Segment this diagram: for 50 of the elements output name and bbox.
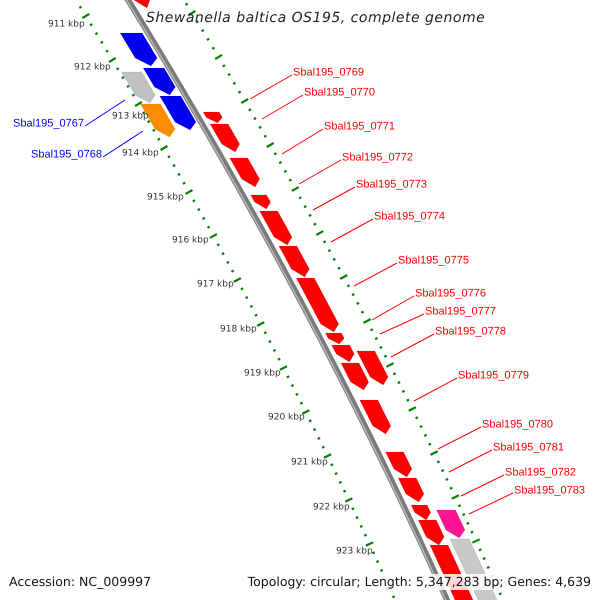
gene-label: Sbal195_0773 <box>356 178 427 190</box>
position-label: 918 kbp <box>220 326 257 334</box>
position-label: 920 kbp <box>268 414 305 422</box>
leader-line <box>390 334 434 358</box>
leader-line <box>102 130 144 158</box>
leader-line <box>298 160 342 184</box>
position-label: 919 kbp <box>244 370 281 378</box>
leader-line <box>380 314 424 334</box>
gene-label: Sbal195_0776 <box>415 288 486 300</box>
gene-label: Sbal195_0783 <box>514 484 585 496</box>
gene-label: Sbal195_0767 <box>13 118 84 130</box>
leader-line <box>250 74 292 100</box>
gene-label: Sbal195_0770 <box>304 86 375 98</box>
gene-label: Sbal195_0772 <box>342 152 413 164</box>
leader-line <box>448 450 492 472</box>
gene-label: Sbal195_0768 <box>31 148 102 160</box>
gene-label: Sbal195_0780 <box>482 418 553 430</box>
position-label: 912 kbp <box>74 64 111 72</box>
gene-label: Sbal195_0769 <box>293 66 364 78</box>
position-label: 916 kbp <box>172 236 209 246</box>
position-label: 923 kbp <box>336 548 373 556</box>
position-label: 921 kbp <box>291 458 328 468</box>
leader-line <box>330 218 374 242</box>
position-label: 913 kbp <box>112 112 149 122</box>
position-label: 915 kbp <box>147 194 184 202</box>
position-label: 911 kbp <box>48 20 85 30</box>
leader-line <box>84 100 126 126</box>
leader-line <box>414 378 458 402</box>
leader-line <box>312 186 356 210</box>
gene-label: Sbal195_0775 <box>398 254 469 266</box>
leader-line <box>372 296 414 320</box>
gene-label: Sbal195_0778 <box>435 326 506 338</box>
position-label: 914 kbp <box>122 150 159 158</box>
gene-label: Sbal195_0771 <box>324 120 395 132</box>
leader-line <box>354 262 398 286</box>
footer-text: Accession: NC_009997 <box>9 574 152 590</box>
gene-label: Sbal195_0781 <box>493 442 564 454</box>
leader-line <box>282 128 324 154</box>
position-label: 922 kbp <box>313 504 350 512</box>
gene-label: Sbal195_0777 <box>425 306 496 318</box>
footer-text: Topology: circular; Length: 5,347,283 bp; Genes: 4,639 <box>248 574 591 590</box>
gene-label: Sbal195_0782 <box>505 466 576 478</box>
leader-line <box>460 474 504 496</box>
leader-line <box>262 94 304 120</box>
leader-line <box>438 426 482 450</box>
gene-label: Sbal195_0779 <box>458 370 529 382</box>
position-label: 917 kbp <box>197 280 234 290</box>
title: Shewanella baltica OS195, complete genome <box>146 9 486 28</box>
leader-line <box>468 492 514 514</box>
gene-label: Sbal195_0774 <box>374 210 445 222</box>
